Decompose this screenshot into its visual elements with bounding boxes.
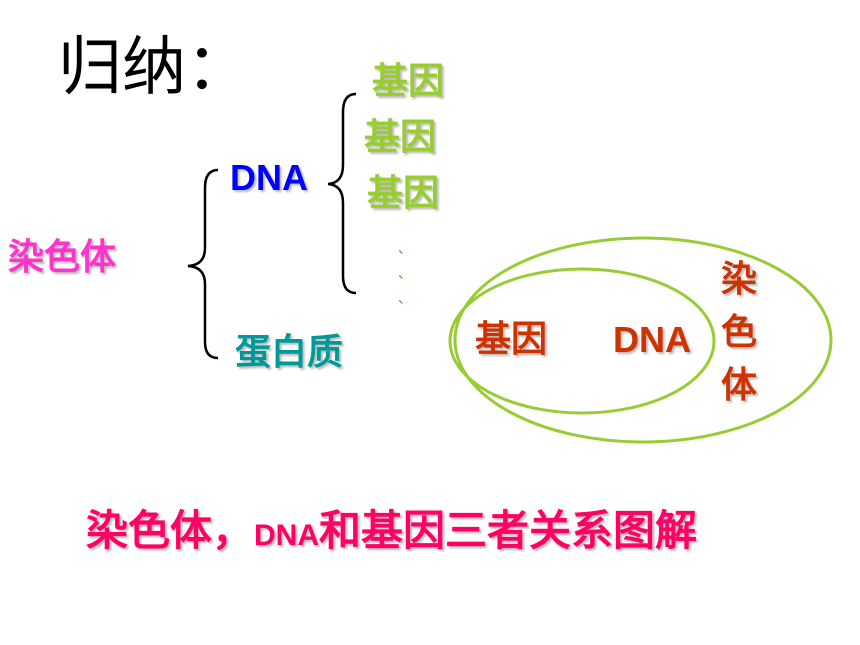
caption: 染色体，DNA和基因三者关系图解 bbox=[86, 510, 697, 552]
brace-dna bbox=[327, 92, 357, 295]
dna-ellipse bbox=[448, 267, 716, 415]
dna-label: DNA bbox=[230, 157, 308, 198]
gene-label: 基因 bbox=[364, 117, 437, 158]
venn-chromosome-char: 染 bbox=[721, 259, 758, 300]
caption-part1: 染色体， bbox=[86, 506, 255, 555]
venn-gene-label: 基因 bbox=[475, 319, 548, 360]
venn-chromosome-char: 体 bbox=[721, 365, 758, 406]
ellipsis-mark: 、 bbox=[398, 241, 412, 257]
gene-label: 基因 bbox=[372, 61, 445, 102]
chromosome-ellipse bbox=[453, 236, 833, 444]
brace-chromosome bbox=[187, 168, 219, 360]
ellipsis-mark: 、 bbox=[398, 291, 412, 307]
page-title: 归纳： bbox=[58, 31, 250, 105]
venn-dna-label: DNA bbox=[613, 319, 691, 360]
venn-chromosome-char: 色 bbox=[721, 312, 758, 353]
caption-part2: DNA bbox=[254, 519, 320, 552]
caption-part3: 和基因三者关系图解 bbox=[319, 506, 698, 555]
ellipsis-mark: 、 bbox=[398, 266, 412, 282]
protein-label: 蛋白质 bbox=[235, 332, 344, 373]
gene-label: 基因 bbox=[367, 173, 440, 214]
chromosome-label: 染色体 bbox=[8, 237, 117, 278]
